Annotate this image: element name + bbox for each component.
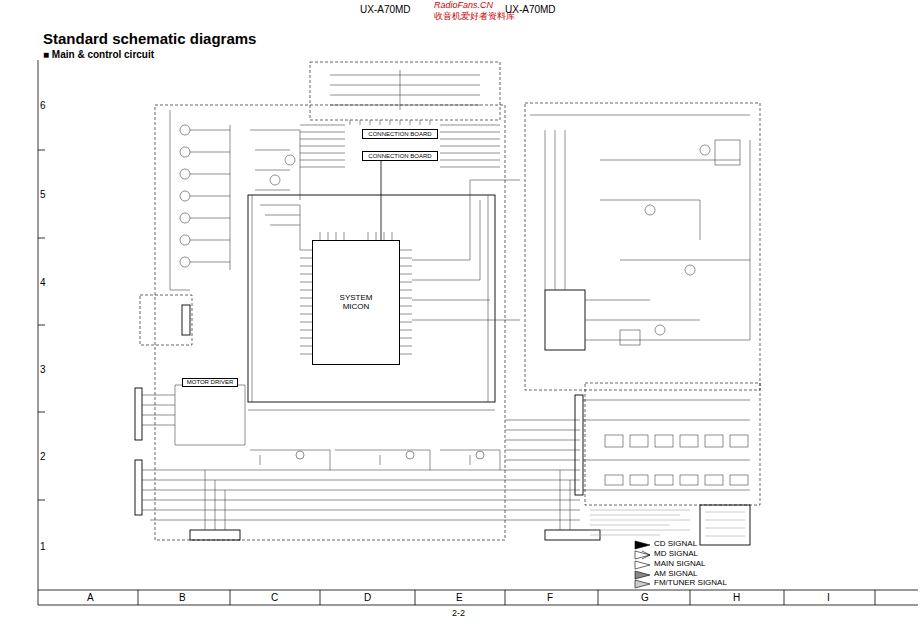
column-letter: F — [547, 592, 553, 603]
block-label: MOTOR DRIVER — [182, 378, 238, 387]
node-text: MOTOR DRIVER — [187, 379, 234, 386]
watermark: 收音机爱好者资料库 — [434, 12, 515, 22]
watermark: RadioFans.CN — [434, 1, 493, 11]
page-number: 2-2 — [452, 609, 465, 619]
column-letter: D — [364, 592, 371, 603]
legend-text: MD SIGNAL — [654, 550, 698, 559]
row-number: 3 — [40, 364, 46, 375]
node-text: SYSTEM MICON — [336, 294, 376, 312]
diagram-title: Standard schematic diagrams — [43, 31, 256, 48]
bus-connector — [381, 161, 382, 240]
column-letter: G — [641, 592, 649, 603]
header-model: UX-A70MD — [360, 4, 411, 15]
column-letter: A — [87, 592, 94, 603]
legend-text: FM/TUNER SIGNAL — [654, 579, 727, 588]
legend-text: CD SIGNAL — [654, 540, 697, 549]
column-letter: E — [456, 592, 463, 603]
legend-text: AM SIGNAL — [654, 570, 698, 579]
board-box: CONNECTION BOARD — [362, 151, 438, 161]
ic-chip: SYSTEM MICON — [312, 240, 400, 365]
row-number: 2 — [40, 451, 46, 462]
row-number: 5 — [40, 189, 46, 200]
column-letter: I — [827, 592, 830, 603]
row-number: 1 — [40, 541, 46, 552]
legend-text: MAIN SIGNAL — [654, 560, 706, 569]
row-number: 4 — [40, 277, 46, 288]
column-letter: H — [733, 592, 740, 603]
header-model: UX-A70MD — [505, 4, 556, 15]
board-box: CONNECTION BOARD — [362, 129, 438, 139]
section-caption: ■ Main & control circuit — [43, 49, 154, 60]
node-text: CONNECTION BOARD — [368, 131, 431, 138]
row-number: 6 — [40, 100, 46, 111]
column-letter: C — [271, 592, 278, 603]
column-letter: B — [179, 592, 186, 603]
node-text: CONNECTION BOARD — [368, 153, 431, 160]
